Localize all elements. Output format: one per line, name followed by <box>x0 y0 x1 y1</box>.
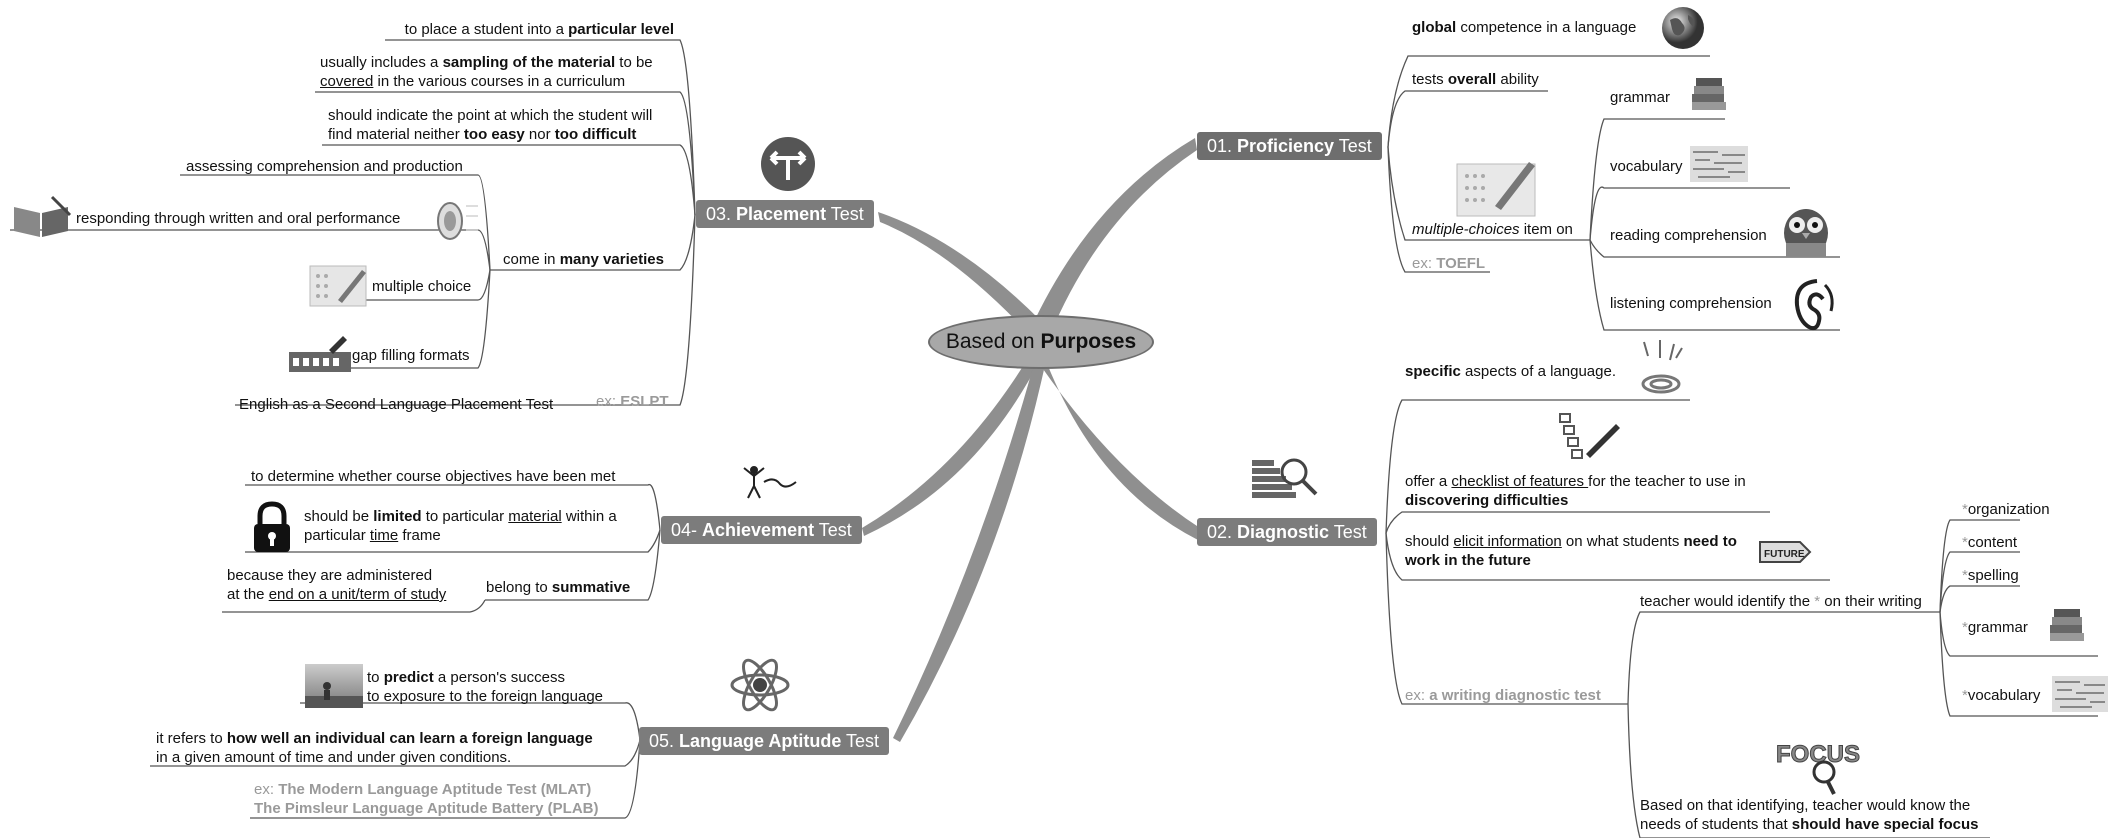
book-stack-icon-2 <box>2046 603 2086 650</box>
aspect-content: *content <box>1962 534 2018 551</box>
placement-example: ex: ESLPT <box>596 393 669 410</box>
diagnostic-rest: Test <box>1329 522 1367 542</box>
aspect-vocabulary: *vocabulary <box>1962 687 2041 704</box>
mouth-icon <box>420 196 480 251</box>
proficiency-item-listening: listening comprehension <box>1610 295 1772 312</box>
finish-line-runner-icon <box>732 462 798 507</box>
node-placement-test[interactable]: 03. Placement Test <box>696 200 874 228</box>
branch-proficiency <box>1030 138 1197 335</box>
placement-point: should indicate the point at which the s… <box>328 107 653 143</box>
branch-achievement <box>862 355 1040 536</box>
proficiency-num: 01. <box>1207 136 1238 156</box>
padlock-icon <box>250 500 294 559</box>
placement-bold: Placement <box>736 204 827 224</box>
node-proficiency-test[interactable]: 01. Proficiency Test <box>1197 132 1382 160</box>
split-arrow-icon <box>757 136 819 197</box>
branch-aptitude <box>893 360 1045 742</box>
ear-icon <box>1787 275 1837 338</box>
diagnostic-specific: specific aspects of a language. <box>1405 363 1616 380</box>
center-bold: Purposes <box>1040 330 1137 353</box>
pencil-answer-sheet-icon-2 <box>308 264 368 313</box>
future-sign-icon: FUTURE <box>1758 536 1812 573</box>
achievement-bold: Achievement <box>702 520 815 540</box>
achievement-objectives: to determine whether course objectives h… <box>251 468 616 485</box>
focus-magnifier-icon: FOCUS <box>1772 736 1868 801</box>
placement-level: to place a student into a particular lev… <box>404 21 674 38</box>
placement-sampling: usually includes a sampling of the mater… <box>320 54 653 90</box>
aspect-spelling: *spelling <box>1962 567 2019 584</box>
aptitude-example-mlat: ex: The Modern Language Aptitude Test (M… <box>254 781 592 798</box>
proficiency-rest: Test <box>1334 136 1372 156</box>
achievement-num: 04- <box>671 520 703 540</box>
placement-example-full: English as a Second Language Placement T… <box>239 396 554 413</box>
proficiency-global: global competence in a language <box>1412 19 1637 36</box>
variety-comprehension: assessing comprehension and production <box>186 158 463 175</box>
pencil-answer-sheet-icon <box>1455 158 1537 223</box>
variety-gap-filling: gap filling formats <box>352 347 470 364</box>
diagnostic-example: ex: a writing diagnostic test <box>1405 687 1601 704</box>
proficiency-overall: tests overall ability <box>1412 71 1539 88</box>
placement-varieties: come in many varieties <box>503 251 664 268</box>
achievement-limited: should be limited to particular material… <box>304 508 617 544</box>
gap-fill-icon <box>289 336 351 377</box>
aptitude-bold: Language Aptitude <box>679 731 842 751</box>
aptitude-example-plab: The Pimsleur Language Aptitude Battery (… <box>254 800 599 817</box>
branch-diagnostic <box>1030 345 1200 540</box>
aptitude-num: 05. <box>649 731 680 751</box>
proficiency-mc: multiple-choices item on <box>1412 221 1573 238</box>
checklist-pen-icon <box>1556 410 1622 473</box>
aptitude-howwell: it refers to how well an individual can … <box>156 730 593 766</box>
variety-multiple-choice: multiple choice <box>372 278 472 295</box>
future-sign-text: FUTURE <box>1764 549 1805 560</box>
proficiency-example: ex: TOEFL <box>1412 255 1486 272</box>
proficiency-item-reading: reading comprehension <box>1610 227 1767 244</box>
diagnostic-num: 02. <box>1207 522 1238 542</box>
node-diagnostic-test[interactable]: 02. Diagnostic Test <box>1197 518 1377 546</box>
open-book-icon <box>12 193 72 244</box>
diagnostic-elicit: should elicit information on what studen… <box>1405 533 1737 569</box>
aspect-organization: *organization <box>1962 501 2050 518</box>
proficiency-item-grammar: grammar <box>1610 89 1671 106</box>
placement-num: 03. <box>706 204 737 224</box>
owl-reading-icon <box>1778 203 1834 266</box>
diagnostic-focus: Based on that identifying, teacher would… <box>1640 797 1979 833</box>
branch-placement <box>878 212 1040 335</box>
central-topic[interactable]: Based on Purposes <box>928 315 1154 369</box>
center-lead: Based on <box>945 330 1041 353</box>
variety-responding: responding through written and oral perf… <box>76 210 401 227</box>
proficiency-bold: Proficiency <box>1237 136 1335 156</box>
node-aptitude-test[interactable]: 05. Language Aptitude Test <box>639 727 890 755</box>
diagnostic-identify: teacher would identify the * on their wr… <box>1640 593 1922 610</box>
achievement-summative: belong to summative <box>486 579 631 596</box>
word-cloud-icon-2 <box>2052 676 2108 717</box>
diagnostic-checklist: offer a checklist of features for the te… <box>1405 473 1746 509</box>
atom-person-icon <box>727 654 793 721</box>
target-arrows-icon <box>1630 338 1692 403</box>
proficiency-item-vocabulary: vocabulary <box>1610 158 1683 175</box>
aptitude-rest: Test <box>841 731 880 751</box>
placement-rest: Test <box>826 204 864 224</box>
achievement-rest: Test <box>814 520 852 540</box>
aspect-grammar: *grammar <box>1962 619 2028 636</box>
word-cloud-icon <box>1690 146 1748 187</box>
book-stack-icon <box>1688 72 1728 119</box>
node-achievement-test[interactable]: 04- Achievement Test <box>661 516 862 544</box>
diagnostic-bold: Diagnostic <box>1237 522 1330 542</box>
magnifier-chart-icon <box>1250 450 1320 510</box>
focus-word: FOCUS <box>1776 741 1860 768</box>
person-sunrise-photo-icon <box>305 664 363 713</box>
globe-icon <box>1660 5 1706 56</box>
